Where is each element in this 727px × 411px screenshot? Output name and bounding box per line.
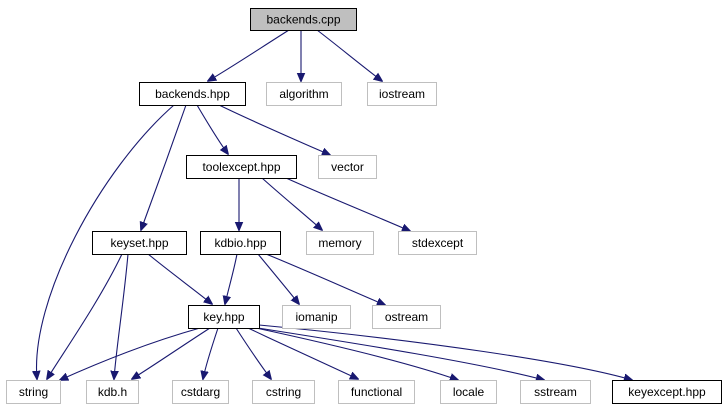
node-box-key-hpp — [188, 305, 260, 329]
node-backends-cpp[interactable]: backends.cpp — [250, 8, 357, 31]
edge-backends-hpp-to-keyset-hpp — [141, 104, 187, 230]
edge-layer — [37, 29, 632, 380]
node-box-string — [6, 380, 61, 404]
node-label-backends-cpp: backends.cpp — [266, 13, 340, 27]
node-stdexcept: stdexcept — [398, 231, 477, 255]
node-sstream: sstream — [520, 380, 591, 404]
node-box-algorithm — [266, 82, 342, 106]
edge-backends-hpp-to-string — [37, 104, 175, 379]
edge-key-hpp-to-keyexcept-hpp — [258, 324, 632, 380]
edge-backends-cpp-to-iostream — [316, 29, 382, 81]
edge-keyset-hpp-to-kdb-h — [114, 253, 129, 379]
node-box-iostream — [367, 82, 437, 106]
node-box-sstream — [520, 380, 591, 404]
node-label-ostream: ostream — [385, 310, 428, 324]
node-box-ostream — [372, 305, 441, 329]
edge-key-hpp-to-kdb-h — [132, 327, 211, 379]
edge-key-hpp-to-locale — [255, 327, 458, 380]
edge-backends-hpp-to-toolexcept-hpp — [196, 104, 228, 154]
node-ostream: ostream — [372, 305, 441, 329]
node-box-vector — [318, 155, 377, 179]
node-box-backends-cpp — [250, 8, 357, 31]
node-kdbio-hpp[interactable]: kdbio.hpp — [200, 231, 281, 255]
node-box-keyexcept-hpp — [612, 380, 722, 404]
node-label-keyexcept-hpp: keyexcept.hpp — [628, 385, 706, 399]
node-box-cstring — [252, 380, 315, 404]
edge-key-hpp-to-functional — [247, 327, 358, 379]
edge-key-hpp-to-sstream — [257, 327, 544, 380]
node-cstring: cstring — [252, 380, 315, 404]
node-label-keyset-hpp: keyset.hpp — [110, 236, 168, 250]
node-label-locale: locale — [453, 385, 485, 399]
edge-toolexcept-hpp-to-memory — [261, 177, 322, 230]
edge-keyset-hpp-to-key-hpp — [147, 253, 212, 304]
edge-key-hpp-to-cstring — [235, 327, 271, 379]
node-label-iomanip: iomanip — [295, 310, 337, 324]
node-iostream: iostream — [367, 82, 437, 106]
edge-key-hpp-to-cstdarg — [203, 327, 219, 379]
node-label-vector: vector — [331, 160, 364, 174]
node-box-memory — [306, 231, 374, 255]
node-cstdarg: cstdarg — [172, 380, 229, 404]
edge-backends-hpp-to-vector — [218, 104, 330, 155]
node-box-keyset-hpp — [92, 231, 187, 255]
node-kdb-h: kdb.h — [86, 380, 139, 404]
node-label-backends-hpp: backends.hpp — [155, 87, 230, 101]
node-label-key-hpp: key.hpp — [203, 310, 244, 324]
node-functional: functional — [338, 380, 415, 404]
node-label-cstring: cstring — [266, 385, 301, 399]
node-string: string — [6, 380, 61, 404]
node-box-locale — [440, 380, 497, 404]
node-label-stdexcept: stdexcept — [412, 236, 464, 250]
edge-kdbio-hpp-to-key-hpp — [225, 253, 238, 304]
node-box-kdb-h — [86, 380, 139, 404]
node-keyexcept-hpp[interactable]: keyexcept.hpp — [612, 380, 722, 404]
node-keyset-hpp[interactable]: keyset.hpp — [92, 231, 187, 255]
node-backends-hpp[interactable]: backends.hpp — [139, 82, 246, 106]
node-locale: locale — [440, 380, 497, 404]
node-label-functional: functional — [351, 385, 402, 399]
edge-kdbio-hpp-to-iomanip — [257, 253, 299, 304]
node-box-stdexcept — [398, 231, 477, 255]
edge-kdbio-hpp-to-ostream — [265, 253, 385, 305]
node-iomanip: iomanip — [282, 305, 351, 329]
node-box-cstdarg — [172, 380, 229, 404]
node-box-kdbio-hpp — [200, 231, 281, 255]
node-label-cstdarg: cstdarg — [181, 385, 220, 399]
edge-toolexcept-hpp-to-stdexcept — [285, 177, 410, 231]
edge-key-hpp-to-string — [60, 327, 201, 380]
node-label-memory: memory — [318, 236, 361, 250]
node-algorithm: algorithm — [266, 82, 342, 106]
node-label-kdbio-hpp: kdbio.hpp — [214, 236, 266, 250]
node-vector: vector — [318, 155, 377, 179]
node-box-backends-hpp — [139, 82, 246, 106]
node-box-iomanip — [282, 305, 351, 329]
node-toolexcept-hpp[interactable]: toolexcept.hpp — [186, 155, 297, 179]
node-box-toolexcept-hpp — [186, 155, 297, 179]
node-box-functional — [338, 380, 415, 404]
node-label-kdb-h: kdb.h — [98, 385, 127, 399]
node-label-algorithm: algorithm — [279, 87, 328, 101]
node-key-hpp[interactable]: key.hpp — [188, 305, 260, 329]
node-layer: backends.cpp backends.hpp algorithm iostrea… — [6, 8, 722, 404]
node-label-iostream: iostream — [379, 87, 425, 101]
node-memory: memory — [306, 231, 374, 255]
edge-backends-cpp-to-backends-hpp — [208, 29, 290, 81]
node-label-sstream: sstream — [534, 385, 577, 399]
node-label-toolexcept-hpp: toolexcept.hpp — [202, 160, 280, 174]
node-label-string: string — [19, 385, 48, 399]
edge-keyset-hpp-to-string — [47, 253, 123, 379]
